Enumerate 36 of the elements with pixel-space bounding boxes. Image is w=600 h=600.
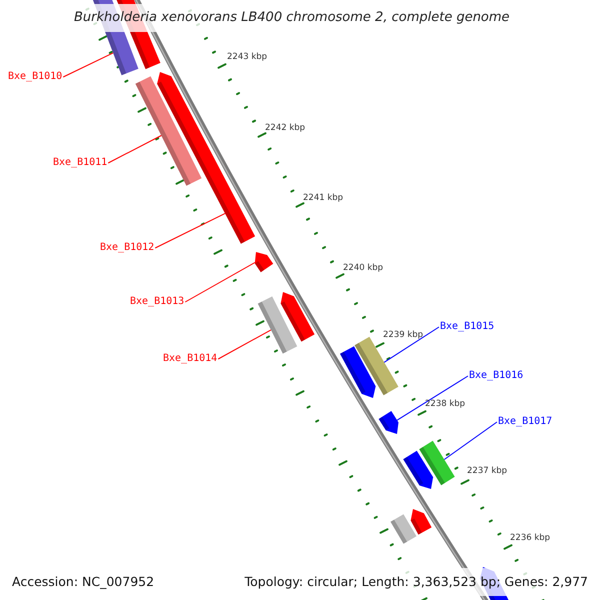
gene-bar: [419, 440, 455, 486]
leader-line: [154, 212, 226, 248]
tick-label: 2241 kbp: [303, 193, 344, 203]
gene-bar: [135, 76, 202, 186]
leader-line: [444, 422, 498, 460]
gene-bar: [280, 292, 315, 342]
gene-label: Bxe_B1011: [53, 157, 108, 169]
gene-bar: [157, 72, 256, 244]
gene-bar: [354, 336, 398, 396]
gene-label: Bxe_B1017: [498, 416, 552, 428]
gene-bar: [378, 411, 398, 434]
tick-label: 2243 kbp: [227, 52, 268, 62]
leader-line: [62, 52, 114, 78]
tick-label: 2239 kbp: [383, 330, 424, 340]
tick-label: 2236 kbp: [510, 533, 550, 543]
tick-label: 2240 kbp: [343, 263, 384, 273]
tick-label: 2238 kbp: [425, 399, 466, 409]
gene-bar: [340, 346, 376, 398]
leader-line: [384, 326, 440, 363]
gene-bar: [390, 514, 416, 544]
leader-line: [184, 262, 256, 302]
gene-label: Bxe_B1013: [130, 296, 184, 308]
gene-label: Bxe_B1014: [163, 353, 218, 365]
gene-label: Bxe_B1016: [469, 370, 524, 382]
gene-bar: [258, 296, 298, 354]
gene-label: Bxe_B1015: [440, 321, 494, 333]
tick-label: 2242 kbp: [265, 123, 306, 133]
leader-line: [108, 135, 162, 164]
gene-bar: [254, 252, 274, 272]
leader-line: [396, 376, 468, 421]
gene-bar: [403, 450, 434, 489]
gene-label: Bxe_B1010: [8, 71, 62, 83]
gene-bar: [410, 509, 432, 535]
tick-label: 2237 kbp: [467, 466, 508, 476]
gene-label: Bxe_B1012: [100, 242, 154, 254]
leader-line: [218, 329, 272, 360]
